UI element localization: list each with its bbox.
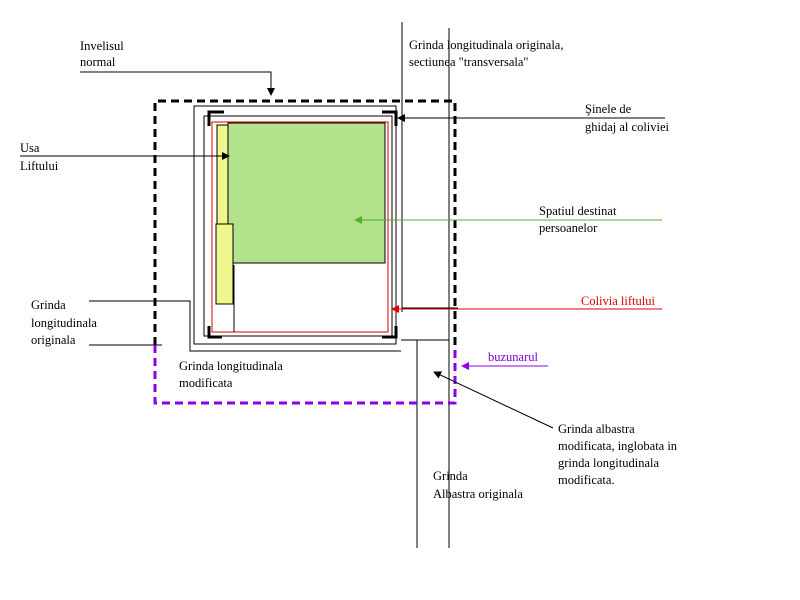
label-grinda-albastra-modificata: Grinda albastra modificata, inglobata in… [558,422,680,487]
label-grinda-albastra-originala: Grinda Albastra originala [433,469,523,501]
label-grinda-modificata: Grinda longitudinala modificata [179,359,286,390]
label-sinele-ghidaj: Şinele de ghidaj al coliviei [585,102,670,134]
label-grinda-originala: Grinda longitudinala originala [31,298,100,347]
label-spatiul-persoanelor: Spatiul destinat persoanelor [539,204,620,235]
pocket-outline [153,345,457,405]
leader-lines [20,71,665,429]
label-invelisul: Invelisul normal [80,39,127,69]
longitudinal-beam-modified [193,105,397,345]
label-buzunarul: buzunarul [488,350,539,364]
passenger-space [227,122,386,264]
guide-rails [207,110,398,339]
label-grinda-originala-sectiune: Grinda longitudinala originala, sectiune… [409,38,567,69]
normal-envelope [153,99,457,345]
elevator-cage [211,121,389,333]
longitudinal-beam-original [89,300,458,352]
elevator-door [215,124,235,332]
label-colivia-liftului: Colivia liftului [581,294,655,308]
label-usa-liftului: Usa Liftului [20,141,59,173]
blue-beam-original [401,22,450,548]
